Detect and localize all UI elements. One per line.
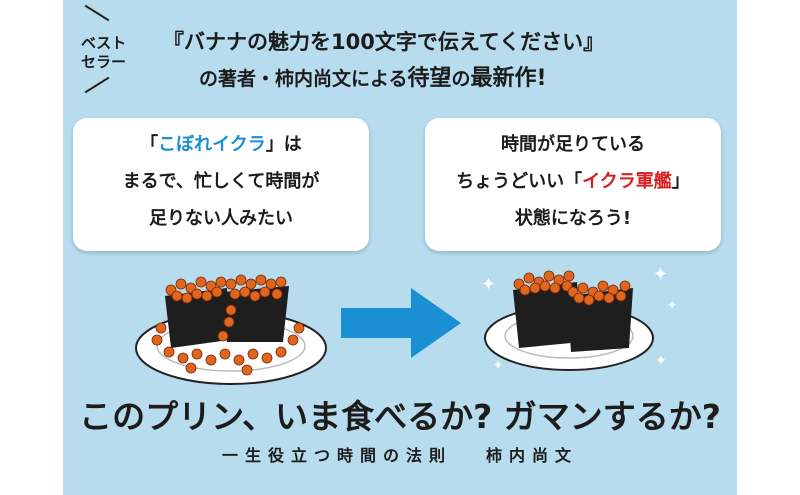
- sparkle-icon: ✦: [653, 264, 669, 285]
- author-name: 柿内尚文: [275, 68, 352, 90]
- book-subtitle: 一生役立つ時間の法則: [221, 446, 452, 465]
- bestseller-slash-top: [84, 4, 110, 22]
- sparkle-icon: ✦: [493, 358, 504, 372]
- spilled-ikura-sushi-icon: [135, 274, 327, 385]
- book-main-title: このプリン、いま食べるか? ガマンするか?: [79, 397, 721, 436]
- sparkle-icon: ✦: [655, 353, 667, 369]
- right-speech-bubble: 時間が足りている ちょうどいい「イクラ軍艦」 状態になろう!: [425, 118, 721, 251]
- bestseller-slash-bottom: [84, 76, 110, 94]
- ikura-gunkan-sushi-icon: [484, 270, 654, 371]
- promo-banner: ベスト セラー 『バナナの魅力を100文字で伝えてください』 の著者・柿内尚文に…: [63, 0, 737, 495]
- book-author: 柿内尚文: [486, 446, 579, 465]
- highlight-ikura-gunkan: イクラ軍艦: [582, 171, 672, 192]
- bestseller-label: ベスト セラー: [81, 34, 127, 71]
- previous-book-title: 『バナナの魅力を100文字で伝えてください』: [163, 30, 605, 54]
- sparkle-icon: ✦: [667, 298, 678, 312]
- right-arrow-icon: [341, 288, 461, 358]
- highlight-koboreikura: こぼれイクラ: [158, 134, 266, 155]
- sparkle-icon: ✦: [481, 274, 497, 295]
- left-speech-bubble: 「こぼれイクラ」は まるで、忙しくて時間が 足りない人みたい: [73, 118, 369, 251]
- author-line: の著者・柿内尚文による待望の最新作!: [199, 66, 547, 91]
- subtitle-row: 一生役立つ時間の法則 柿内尚文: [63, 442, 737, 466]
